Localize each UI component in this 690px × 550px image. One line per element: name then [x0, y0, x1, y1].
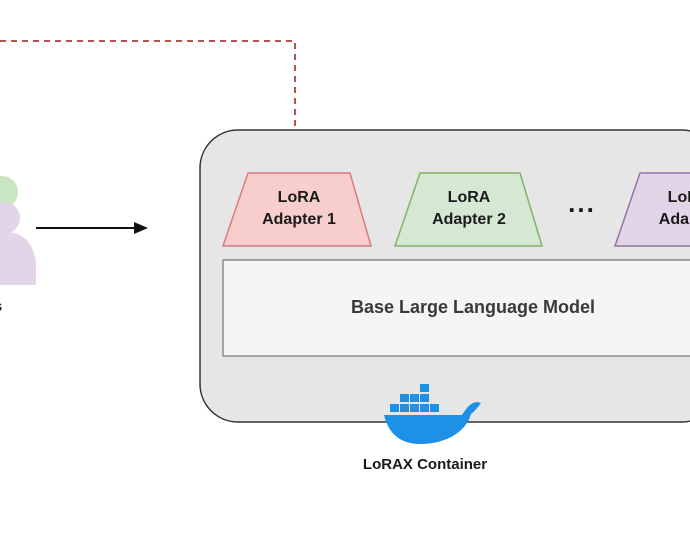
adapter-3-label: LoRA Adapter	[658, 189, 690, 228]
docker-whale-icon	[384, 384, 481, 444]
user-group-icon	[0, 176, 36, 285]
users-label: s	[0, 296, 10, 318]
base-model-box	[222, 259, 690, 357]
adapter-1-shape	[221, 172, 372, 247]
adapter-1-label: LoRA Adapter 1	[262, 189, 336, 228]
request-arrow	[36, 222, 148, 234]
base-model-label: Base Large Language Model	[350, 297, 596, 317]
adapter-2-shape	[393, 172, 544, 247]
adapter-3-shape	[613, 172, 690, 247]
container-label: LoRAX Container	[362, 456, 488, 473]
adapter-2-label: LoRA Adapter 2	[432, 189, 506, 228]
ellipsis: ...	[568, 188, 596, 218]
